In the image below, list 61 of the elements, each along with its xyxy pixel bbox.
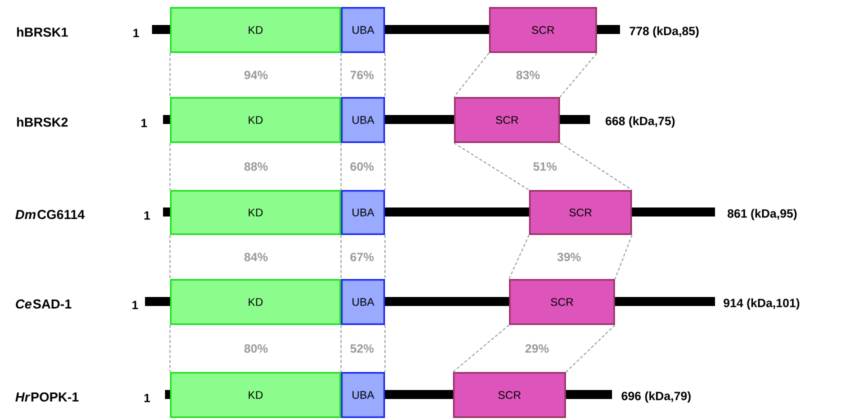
dotted-connector xyxy=(384,324,386,372)
identity-percent: 94% xyxy=(244,70,268,80)
start-number: 1 xyxy=(132,300,138,310)
domain-box: SCR xyxy=(489,7,597,53)
identity-percent: 29% xyxy=(525,344,549,353)
species-prefix: Dm xyxy=(15,210,36,219)
length-label: 914 (kDa,101) xyxy=(724,298,800,310)
identity-percent: 52% xyxy=(350,344,374,353)
domain-box: SCR xyxy=(453,372,566,418)
species-prefix: Hr xyxy=(15,392,30,402)
domain-box: SCR xyxy=(509,279,615,325)
identity-percent: 84% xyxy=(244,252,268,262)
identity-percent: 88% xyxy=(244,162,268,171)
domain-box: UBA xyxy=(341,372,385,418)
identity-percent: 51% xyxy=(533,162,557,171)
start-number: 1 xyxy=(133,28,139,38)
dotted-connector xyxy=(560,52,598,98)
domain-box: UBA xyxy=(341,7,385,53)
domain-box: KD xyxy=(170,97,341,143)
length-label: 668 (kDa,75) xyxy=(606,116,675,128)
identity-percent: 39% xyxy=(557,252,581,262)
domain-box: UBA xyxy=(341,279,385,325)
dotted-connector xyxy=(508,234,530,280)
length-label: 696 (kDa,79) xyxy=(622,391,691,403)
start-number: 1 xyxy=(144,394,150,402)
dotted-connector xyxy=(454,142,530,190)
identity-percent: 80% xyxy=(244,344,268,353)
identity-percent: 60% xyxy=(350,162,374,171)
dotted-connector xyxy=(384,234,386,280)
domain-box: SCR xyxy=(454,97,560,143)
domain-box: KD xyxy=(170,190,341,235)
dotted-connector xyxy=(340,142,342,190)
domain-box: UBA xyxy=(341,97,385,143)
dotted-connector xyxy=(452,324,510,372)
dotted-connector xyxy=(614,234,632,280)
dotted-connector xyxy=(454,52,490,98)
domain-box: SCR xyxy=(529,190,632,235)
length-label: 861 (kDa,95) xyxy=(728,208,797,220)
identity-percent: 76% xyxy=(350,70,374,80)
dotted-connector xyxy=(560,142,632,190)
start-number: 1 xyxy=(141,118,147,128)
protein-name: POPK-1 xyxy=(31,392,79,402)
identity-percent: 67% xyxy=(350,252,374,262)
dotted-connector xyxy=(566,324,616,372)
dotted-connector xyxy=(384,142,386,190)
start-number: 1 xyxy=(144,211,150,220)
domain-box: KD xyxy=(170,7,341,53)
dotted-connector xyxy=(384,52,386,98)
protein-name: hBRSK1 xyxy=(17,27,68,37)
protein-name: hBRSK2 xyxy=(17,117,68,127)
dotted-connector xyxy=(340,234,342,280)
dotted-connector xyxy=(340,52,342,98)
domain-box: KD xyxy=(170,372,341,418)
domain-box: KD xyxy=(170,279,341,325)
species-prefix: Ce xyxy=(16,299,32,309)
identity-percent: 83% xyxy=(516,70,540,80)
length-label: 778 (kDa,85) xyxy=(630,26,699,38)
protein-name: CG6114 xyxy=(38,210,85,220)
dotted-connector xyxy=(340,324,342,372)
protein-name: SAD-1 xyxy=(33,299,72,309)
domain-box: UBA xyxy=(341,190,385,235)
